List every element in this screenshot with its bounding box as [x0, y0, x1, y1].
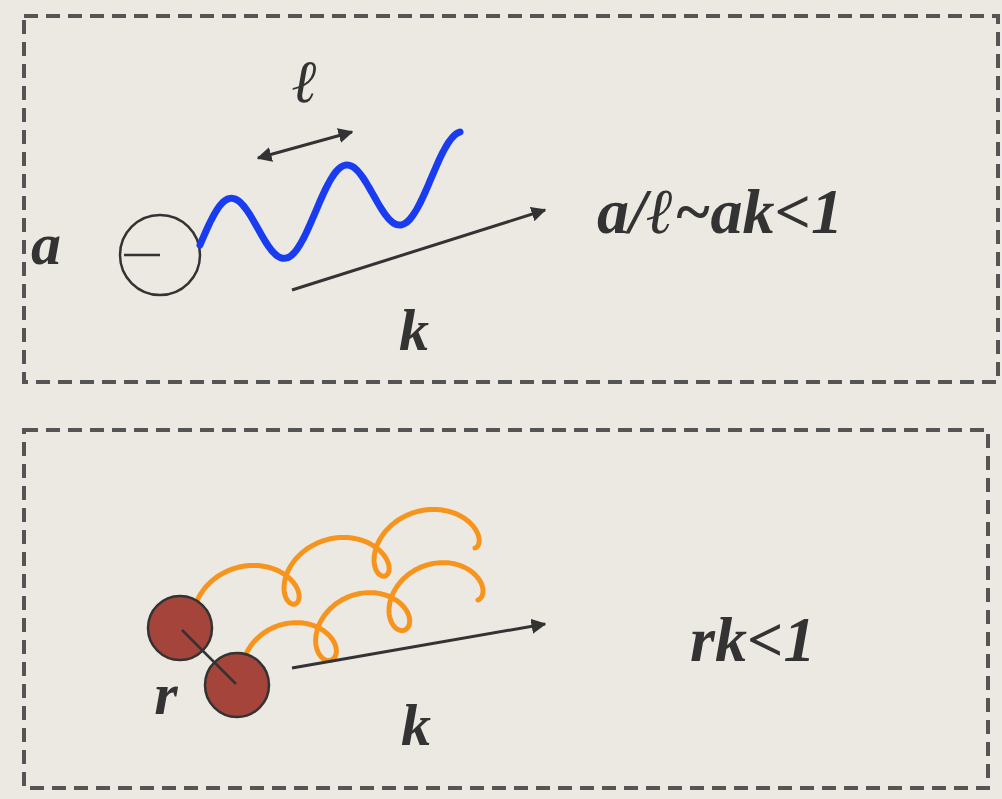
dashed-border	[22, 428, 990, 790]
particle-circle	[120, 215, 200, 295]
separation-label: r	[154, 664, 177, 724]
wavelength-arrow	[258, 132, 352, 158]
separation-line	[182, 630, 236, 684]
radius-label: a	[31, 214, 61, 274]
momentum-arrow	[292, 624, 545, 668]
momentum-label: k	[401, 695, 431, 755]
wavelength-label: ℓ	[292, 52, 318, 112]
dashed-border	[22, 14, 1000, 384]
condition-formula: a/ℓ~ak<1	[597, 180, 843, 244]
wave	[200, 132, 460, 258]
dashed-border	[24, 16, 998, 382]
dashed-panel: a/ℓ~ak<1	[22, 14, 1000, 384]
momentum-arrow	[292, 210, 545, 290]
graviton-coil	[194, 509, 479, 632]
momentum-label: k	[399, 300, 429, 360]
condition-formula: rk<1	[690, 608, 815, 672]
graviton-coil	[242, 563, 483, 691]
radius-line	[124, 254, 160, 257]
dashed-panel: rk<1	[22, 428, 990, 790]
dashed-border	[24, 430, 988, 788]
